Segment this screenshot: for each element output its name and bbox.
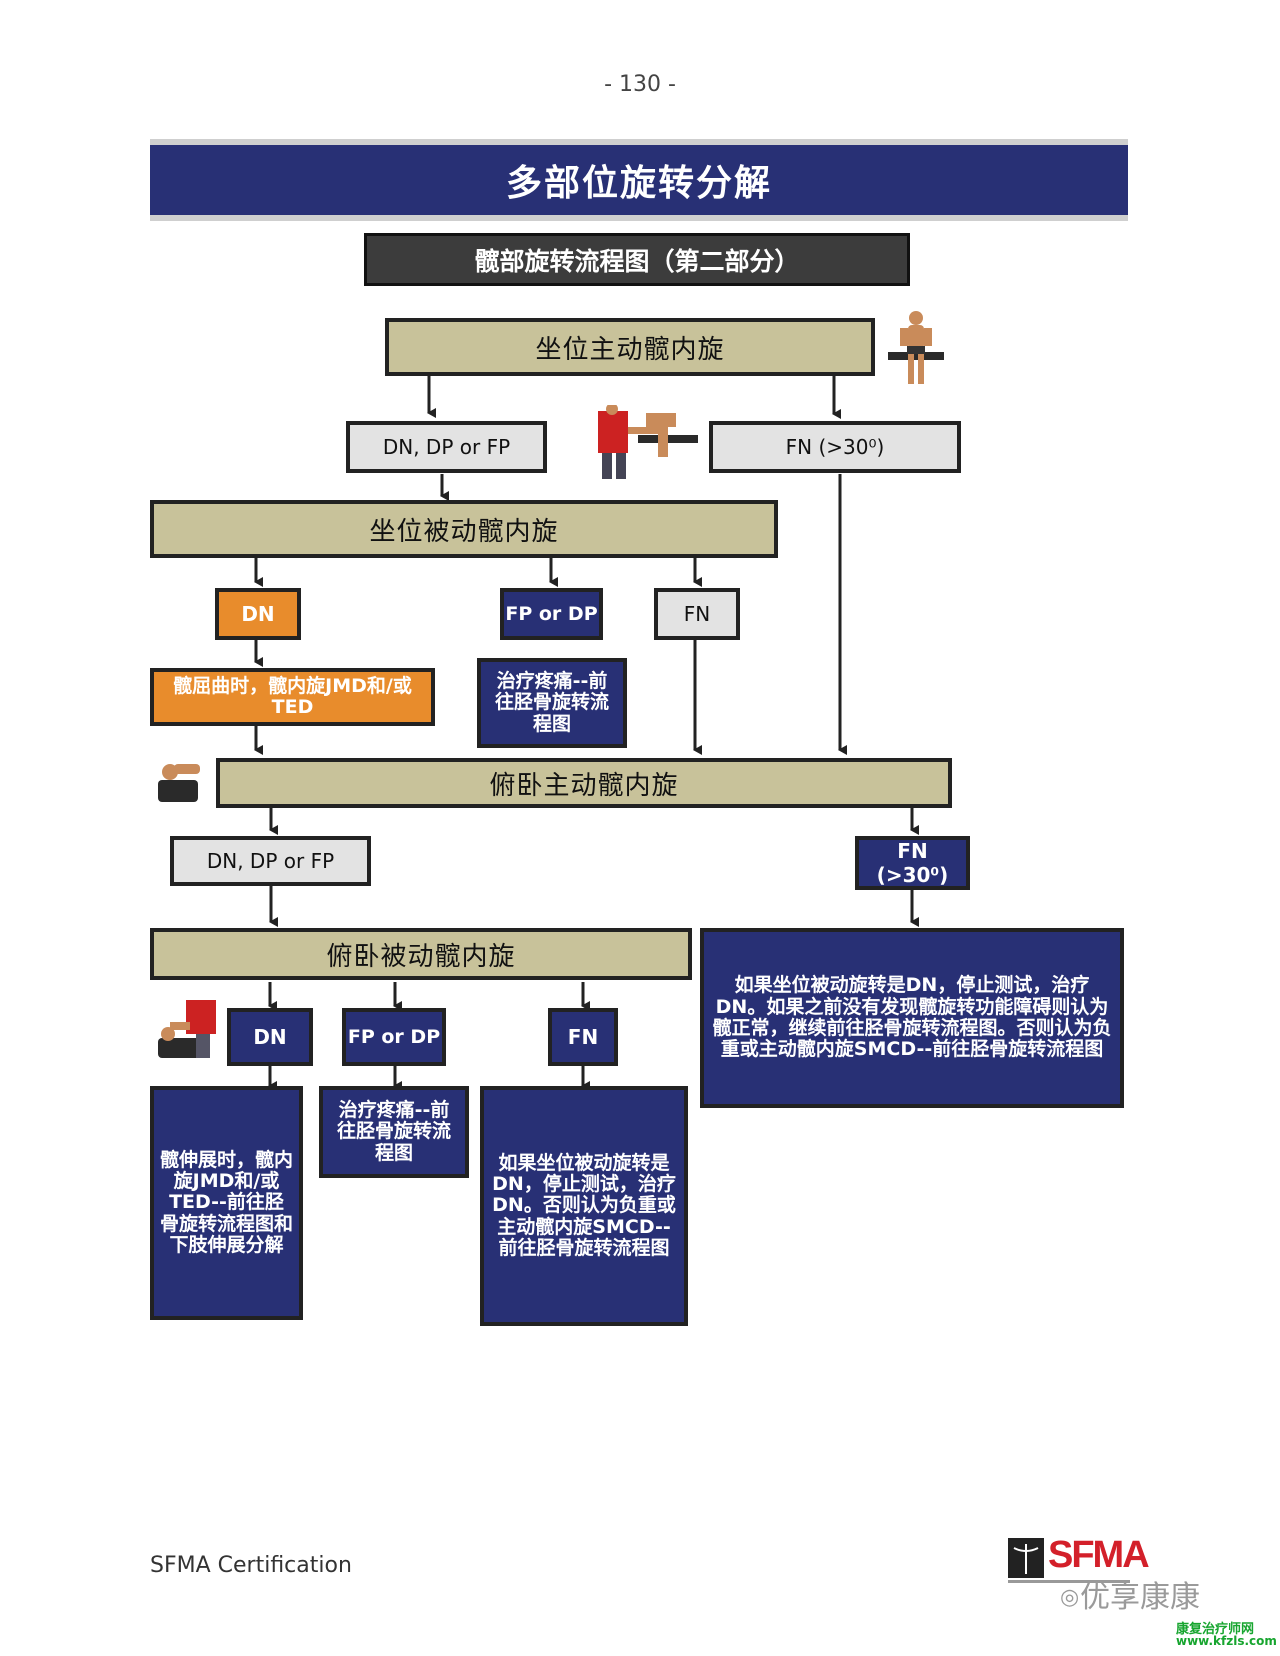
prone-passive-hip-ir-node: 俯卧被动髋内旋 — [150, 928, 692, 980]
dn-result-text: 髋伸展时，髋内旋JMD和/或TED--前往胫骨旋转流程图和下肢伸展分解 — [160, 1148, 294, 1256]
seated-active-hip-ir-node: 坐位主动髋内旋 — [385, 318, 875, 376]
prone-active-hip-ir-node: 俯卧主动髋内旋 — [216, 758, 952, 808]
treat-pain-text-1: 治疗疼痛--前往胫骨旋转流程图 — [494, 670, 609, 735]
treat-pain-node-2: 治疗疼痛--前往胫骨旋转流程图 — [319, 1086, 469, 1178]
passive-rotation-photo — [598, 405, 698, 479]
watermark-text: 优享康康 — [1080, 1580, 1200, 1615]
treat-pain-text-2: 治疗疼痛--前往胫骨旋转流程图 — [336, 1099, 451, 1164]
right-result-text: 如果坐位被动旋转是DN，停止测试，治疗DN。如果之前没有发现髋旋转功能障碍则认为… — [712, 974, 1112, 1061]
dn-node-1: DN — [215, 588, 301, 640]
site-name: 康复治疗师网 — [1176, 1622, 1255, 1637]
prone-passive-photo — [156, 998, 224, 1060]
fp-dp-node-2: FP or DP — [342, 1008, 446, 1066]
fn-result-node: 如果坐位被动旋转是DN，停止测试，治疗DN。否则认为负重或主动髋内旋SMCD--… — [480, 1086, 688, 1326]
prone-person-photo — [156, 754, 206, 804]
dn-result-node: 髋伸展时，髋内旋JMD和/或TED--前往胫骨旋转流程图和下肢伸展分解 — [150, 1086, 303, 1320]
fn-node-2: FN — [548, 1008, 618, 1066]
orange-result-node: 髋屈曲时，髋内旋JMD和/或TED — [150, 668, 435, 726]
orange-result-text: 髋屈曲时，髋内旋JMD和/或TED — [173, 674, 412, 718]
dn-node-2: DN — [227, 1008, 313, 1066]
banner-title: 多部位旋转分解 — [150, 145, 1128, 215]
fp-dp-node-1: FP or DP — [500, 588, 603, 640]
footer-certification: SFMA Certification — [150, 1553, 352, 1578]
page-number: - 130 - — [604, 72, 676, 97]
fn-gt30-node-2: FN (>30⁰) — [855, 836, 970, 890]
right-result-node: 如果坐位被动旋转是DN，停止测试，治疗DN。如果之前没有发现髋旋转功能障碍则认为… — [700, 928, 1124, 1108]
seated-person-photo — [880, 308, 948, 390]
fn-gt30-node-1: FN (>30⁰) — [709, 421, 961, 473]
sfma-logo-text: SFMA — [1048, 1534, 1150, 1576]
fn-node-1: FN — [654, 588, 740, 640]
site-url: www.kfzls.com — [1176, 1634, 1277, 1648]
fn-result-text: 如果坐位被动旋转是DN，停止测试，治疗DN。否则认为负重或主动髋内旋SMCD--… — [492, 1151, 676, 1259]
sfma-logo: SFMA — [1008, 1534, 1150, 1584]
dn-dp-fp-node-1: DN, DP or FP — [346, 421, 547, 473]
wechat-icon: ◎ — [1060, 1585, 1080, 1610]
treat-pain-node-1: 治疗疼痛--前往胫骨旋转流程图 — [477, 658, 627, 748]
dn-dp-fp-node-2: DN, DP or FP — [170, 836, 371, 886]
chart-subtitle: 髋部旋转流程图（第二部分） — [364, 233, 910, 286]
caduceus-icon — [1013, 1544, 1039, 1574]
seated-passive-hip-ir-node: 坐位被动髋内旋 — [150, 500, 778, 558]
